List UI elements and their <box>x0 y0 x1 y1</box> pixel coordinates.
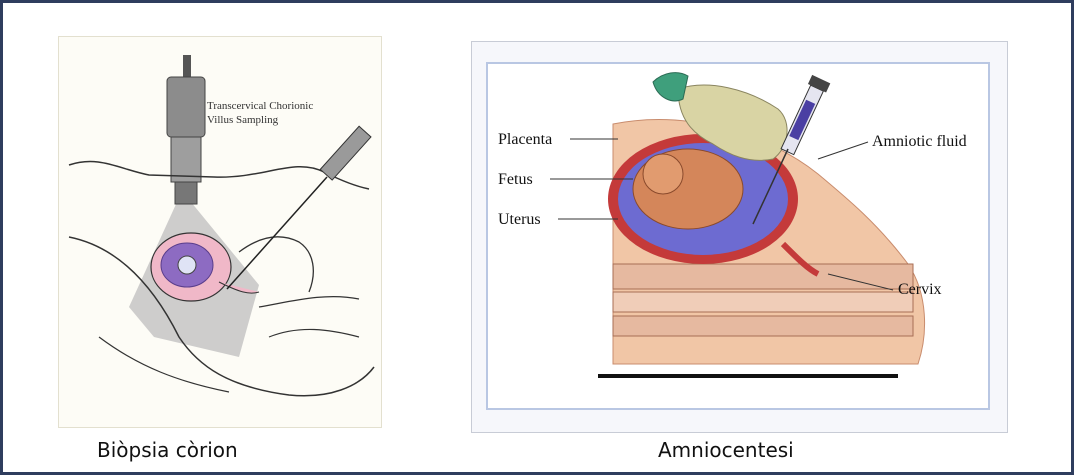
label-uterus: Uterus <box>498 211 541 228</box>
amniocentesis-illustration: Placenta Fetus Uterus Amniotic fluid Cer… <box>471 41 1008 433</box>
cvs-title-line2: Villus Sampling <box>207 114 279 126</box>
cvs-illustration: Transcervical Chorionic Villus Sampling <box>58 36 382 428</box>
label-amniotic-fluid: Amniotic fluid <box>872 133 967 150</box>
cvs-title-line1: Transcervical Chorionic <box>207 100 313 112</box>
spine <box>613 264 913 336</box>
ultrasound-probe <box>167 77 205 137</box>
syringe-icon <box>320 126 371 180</box>
exam-table <box>598 374 898 378</box>
caption-cvs: Biòpsia còrion <box>97 438 238 462</box>
label-fetus: Fetus <box>498 171 533 188</box>
catheter <box>227 177 327 289</box>
label-placenta: Placenta <box>498 131 552 148</box>
probe-cable <box>183 55 191 79</box>
glove-cuff <box>653 73 688 101</box>
embryo <box>178 256 196 274</box>
syringe-icon <box>778 75 830 156</box>
amniocentesis-diagram: Placenta Fetus Uterus Amniotic fluid Cer… <box>488 64 988 408</box>
caption-amniocentesis: Amniocentesi <box>658 438 794 462</box>
label-cervix: Cervix <box>898 281 942 298</box>
amniocentesis-frame: Placenta Fetus Uterus Amniotic fluid Cer… <box>486 62 990 410</box>
cvs-diagram: Transcervical Chorionic Villus Sampling <box>59 37 381 427</box>
